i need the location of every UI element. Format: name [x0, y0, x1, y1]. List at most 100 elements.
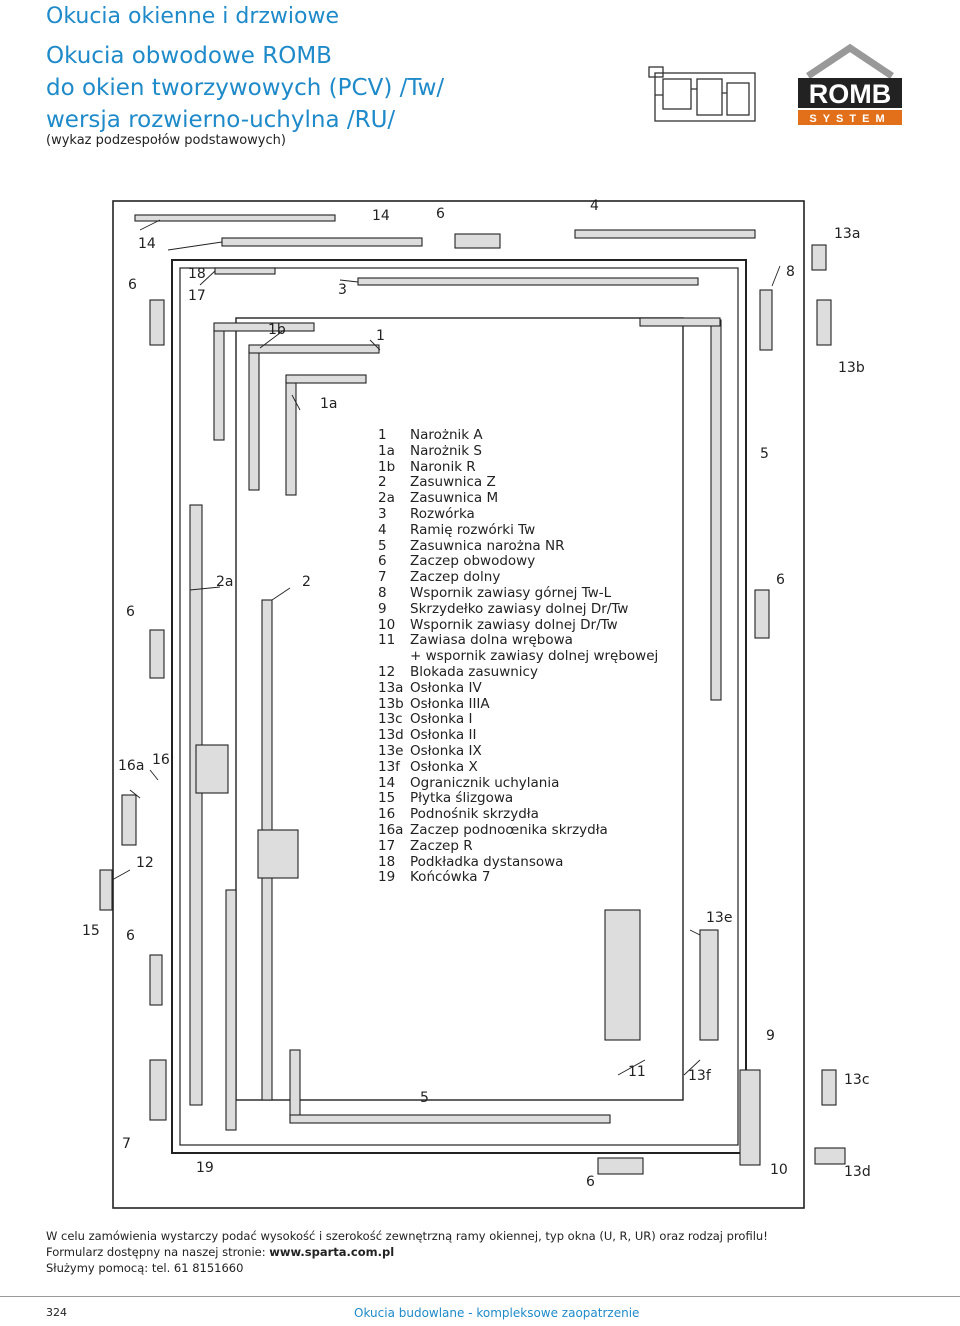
top-stay-bar — [134, 214, 336, 222]
striker-7 — [149, 1059, 167, 1121]
page-title: Okucia obwodowe ROMB do okien tworzywowy… — [46, 40, 566, 136]
hinge-10 — [739, 1069, 761, 1166]
callout: 1a — [320, 396, 338, 412]
spacer-18 — [214, 267, 276, 275]
right-corner-horiz — [639, 317, 721, 327]
callout: 9 — [766, 1028, 775, 1044]
title-line-3: wersja rozwierno-uchylna /RU/ — [46, 107, 396, 133]
striker-6-bottom — [597, 1157, 644, 1175]
callout: 7 — [122, 1136, 131, 1152]
hardware-assembly-drawing — [99, 200, 846, 1209]
romb-system-logo: ROMB SYSTEM — [798, 43, 902, 125]
corner-1b-vert — [248, 349, 260, 491]
sash-outline — [235, 317, 684, 1101]
callout: 6 — [128, 277, 137, 293]
bottom-left-hinge — [225, 889, 237, 1131]
page-subtitle: (wykaz podzespołów podstawowych) — [46, 133, 286, 148]
striker-top — [454, 233, 501, 249]
stay-arm-bar — [574, 229, 756, 239]
callout: 4 — [590, 198, 599, 214]
website-link[interactable]: www.sparta.com.pl — [269, 1245, 395, 1259]
striker-6-right — [754, 589, 770, 639]
bottom-bolt-horiz — [289, 1114, 611, 1124]
callout: 3 — [338, 282, 347, 298]
bracket-8 — [759, 289, 773, 351]
window-frame — [171, 259, 747, 1154]
outer-frame — [112, 200, 805, 1209]
corner-1a-horiz — [213, 322, 315, 332]
handle-housing-mid — [257, 829, 299, 879]
callout: 2a — [216, 574, 234, 590]
note-line-1: W celu zamówienia wystarczy podać wysoko… — [46, 1229, 768, 1243]
corner-1-vert — [285, 379, 297, 496]
cover-13b — [816, 299, 832, 346]
footer-rule — [0, 1296, 960, 1297]
callout: 16a — [118, 758, 145, 774]
callout: 12 — [136, 855, 154, 871]
lift-16a — [121, 794, 137, 846]
logo-name: ROMB — [809, 79, 892, 109]
callout: 6 — [126, 928, 135, 944]
title-line-2: do okien tworzywowych (PCV) /Tw/ — [46, 75, 445, 101]
callout: 17 — [188, 288, 206, 304]
order-note: W celu zamówienia wystarczy podać wysoko… — [46, 1228, 768, 1276]
callout: 1 — [376, 328, 385, 344]
callout: 13a — [834, 226, 861, 242]
section-title: Okucia okienne i drzwiowe — [46, 4, 340, 29]
callout: 6 — [436, 206, 445, 222]
cover-13d — [814, 1147, 846, 1165]
rozworka-bar — [357, 277, 699, 286]
callout: 5 — [420, 1090, 429, 1106]
left-bolt-2a — [189, 504, 203, 1106]
bottom-hinge-plate — [604, 909, 641, 1041]
bottom-bolt — [289, 1049, 301, 1121]
corner-1a-vert — [213, 329, 225, 441]
striker-6-left-mid — [149, 629, 165, 679]
note-line-2: Formularz dostępny na naszej stronie: ww… — [46, 1245, 395, 1259]
page-footer-text: Okucia budowlane - kompleksowe zaopatrze… — [354, 1306, 640, 1320]
callout: 16 — [152, 752, 170, 768]
profile-section-drawing — [648, 66, 756, 122]
page-number: 324 — [46, 1306, 67, 1319]
callout: 19 — [196, 1160, 214, 1176]
callout: 13c — [844, 1072, 870, 1088]
callout: 13b — [838, 360, 865, 376]
striker-6-left-low — [149, 954, 163, 1006]
cover-13a — [811, 244, 827, 271]
legend-row: + wspornik zawiasy dolnej wrębowej — [410, 648, 659, 665]
callout: 15 — [82, 923, 100, 939]
blocker-12 — [99, 869, 113, 911]
corner-1b-horiz — [248, 344, 380, 354]
logo-sub: SYSTEM — [809, 113, 890, 125]
handle-housing-left — [195, 744, 229, 794]
right-bolt-5 — [710, 319, 722, 701]
corner-1-horiz — [285, 374, 367, 384]
callout: 2 — [302, 574, 311, 590]
callout: 13e — [706, 910, 733, 926]
callout: 11 — [628, 1064, 646, 1080]
callout: 13d — [844, 1164, 871, 1180]
title-line-1: Okucia obwodowe ROMB — [46, 43, 332, 69]
